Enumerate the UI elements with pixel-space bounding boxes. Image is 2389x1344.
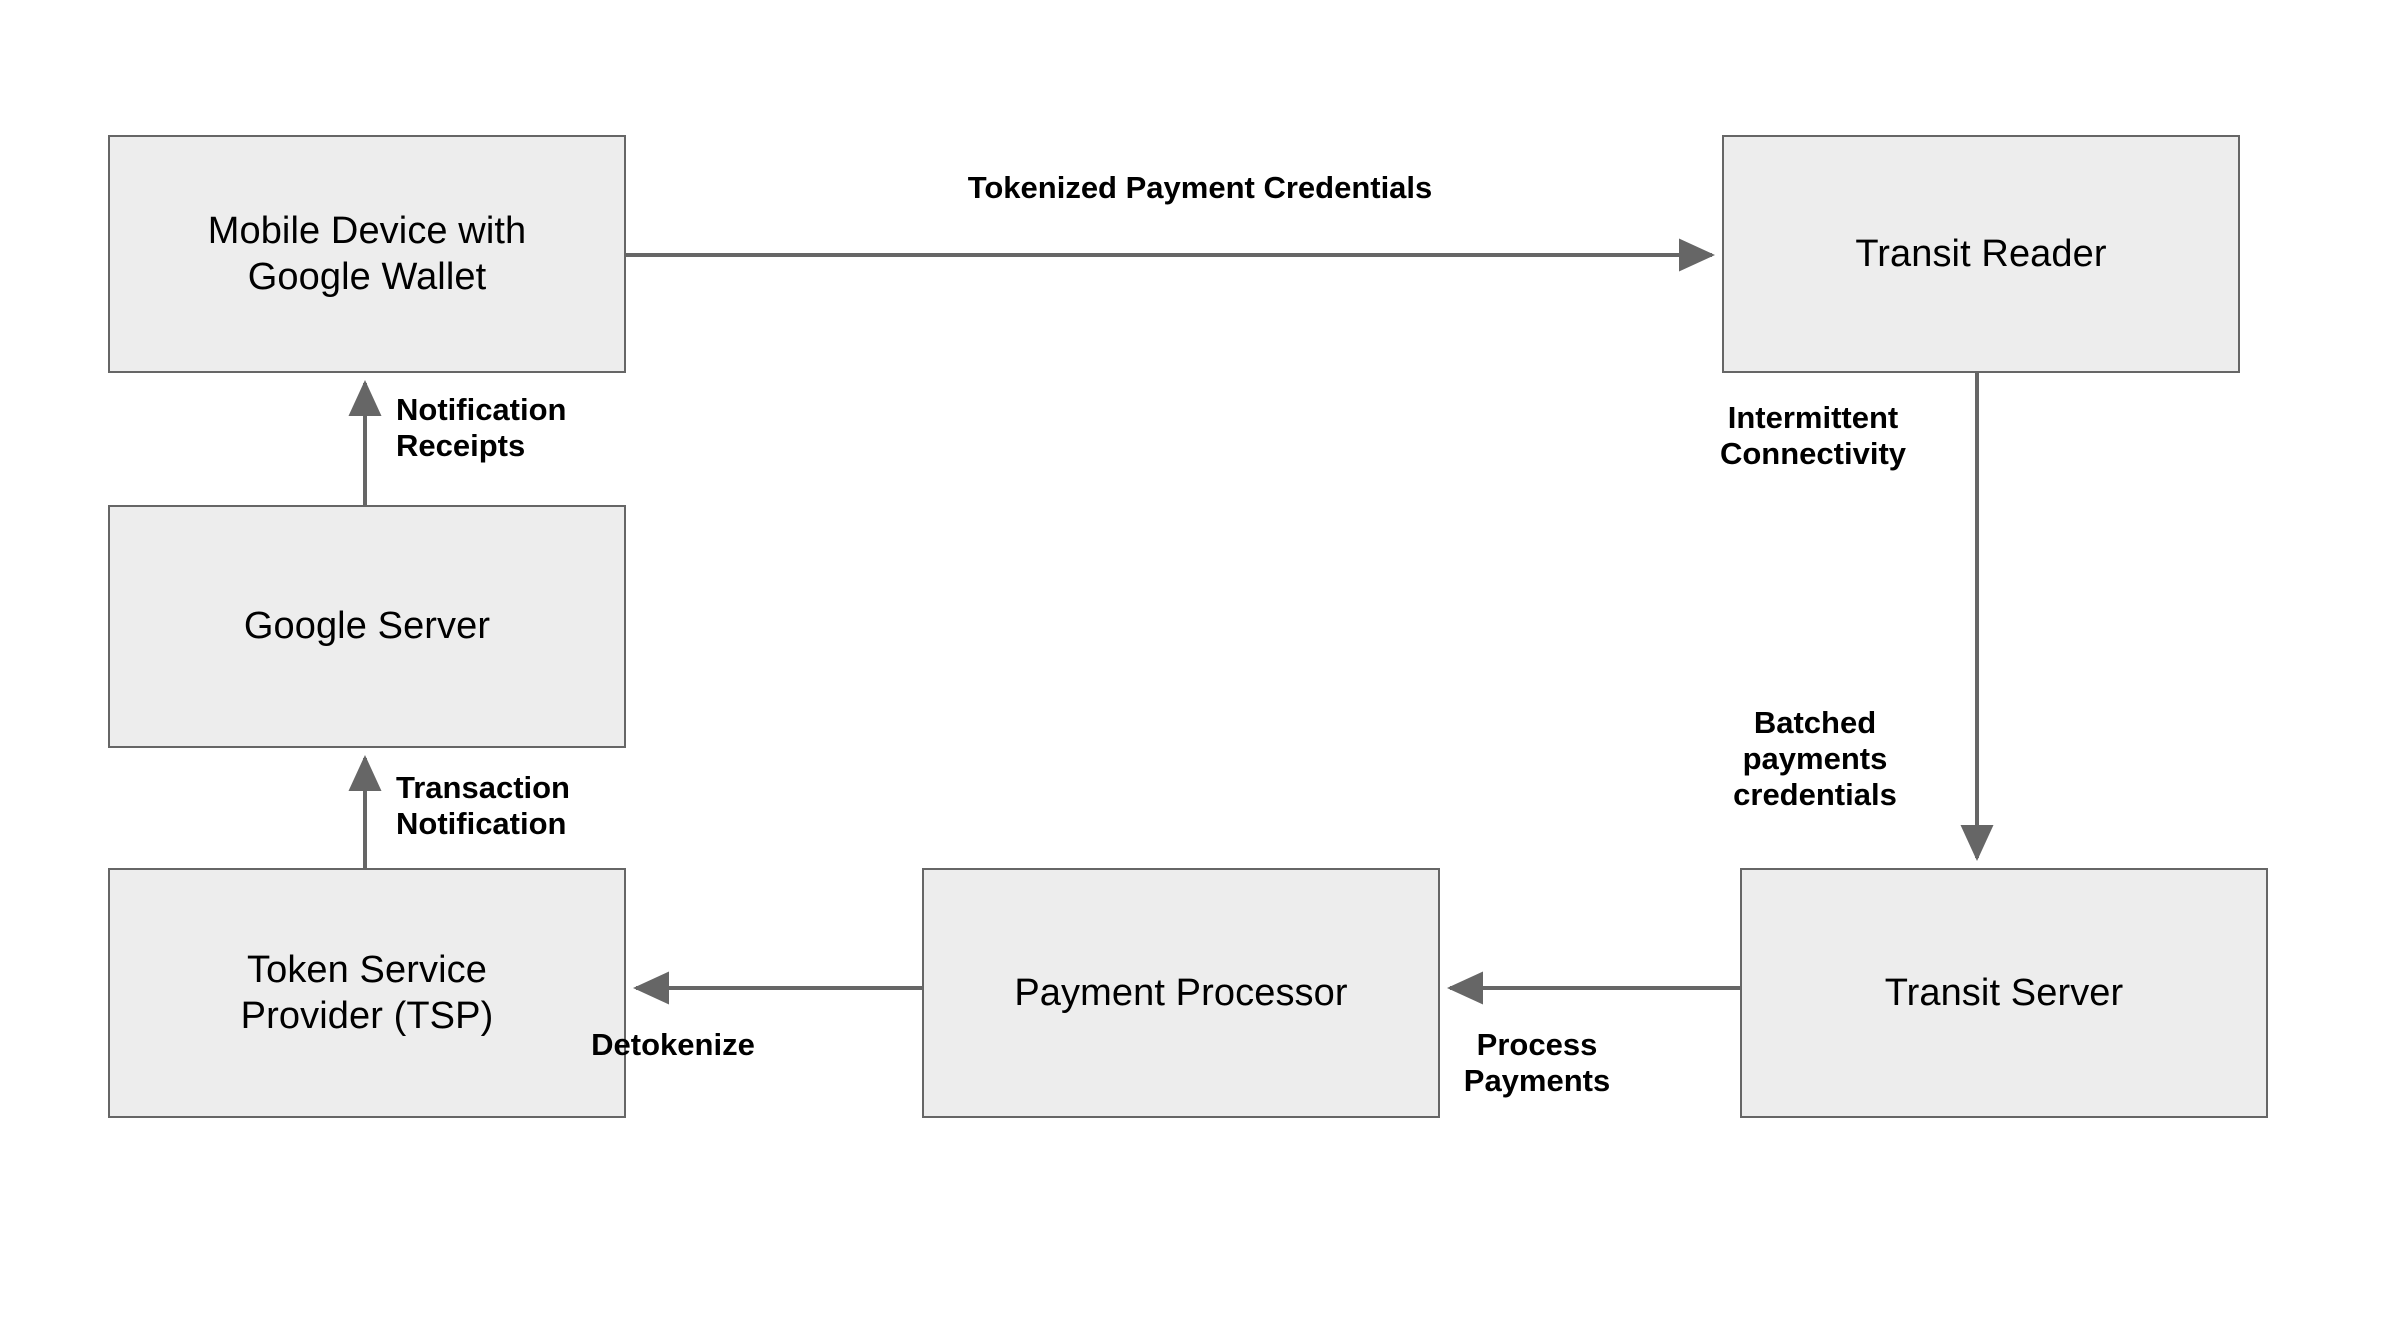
edge-label-batched-payments-credentials: Batched payments credentials <box>1733 705 1897 812</box>
edge-label-notification-receipts: Notification Receipts <box>396 392 567 463</box>
node-token-service-provider-label: Token Service Provider (TSP) <box>240 948 494 1037</box>
edge-label-transaction-notification: Transaction Notification <box>396 770 570 841</box>
node-transit-reader-label: Transit Reader <box>1855 232 2107 275</box>
node-transit-server-label: Transit Server <box>1884 971 2124 1014</box>
node-google-server-label: Google Server <box>243 605 491 648</box>
edge-label-tokenized-payment-credentials: Tokenized Payment Credentials <box>967 170 1433 205</box>
edge-label-detokenize: Detokenize <box>591 1027 755 1062</box>
node-transit-server[interactable]: Transit Server <box>1740 868 2268 1118</box>
node-payment-processor[interactable]: Payment Processor <box>922 868 1440 1118</box>
node-token-service-provider[interactable]: Token Service Provider (TSP) <box>108 868 626 1118</box>
node-transit-reader[interactable]: Transit Reader <box>1722 135 2240 373</box>
node-mobile-device[interactable]: Mobile Device with Google Wallet <box>108 135 626 373</box>
node-payment-processor-label: Payment Processor <box>1014 971 1348 1014</box>
node-mobile-device-label: Mobile Device with Google Wallet <box>207 209 527 298</box>
edge-label-intermittent-connectivity: Intermittent Connectivity <box>1719 400 1907 471</box>
edge-label-process-payments: Process Payments <box>1463 1027 1611 1098</box>
node-google-server[interactable]: Google Server <box>108 505 626 748</box>
